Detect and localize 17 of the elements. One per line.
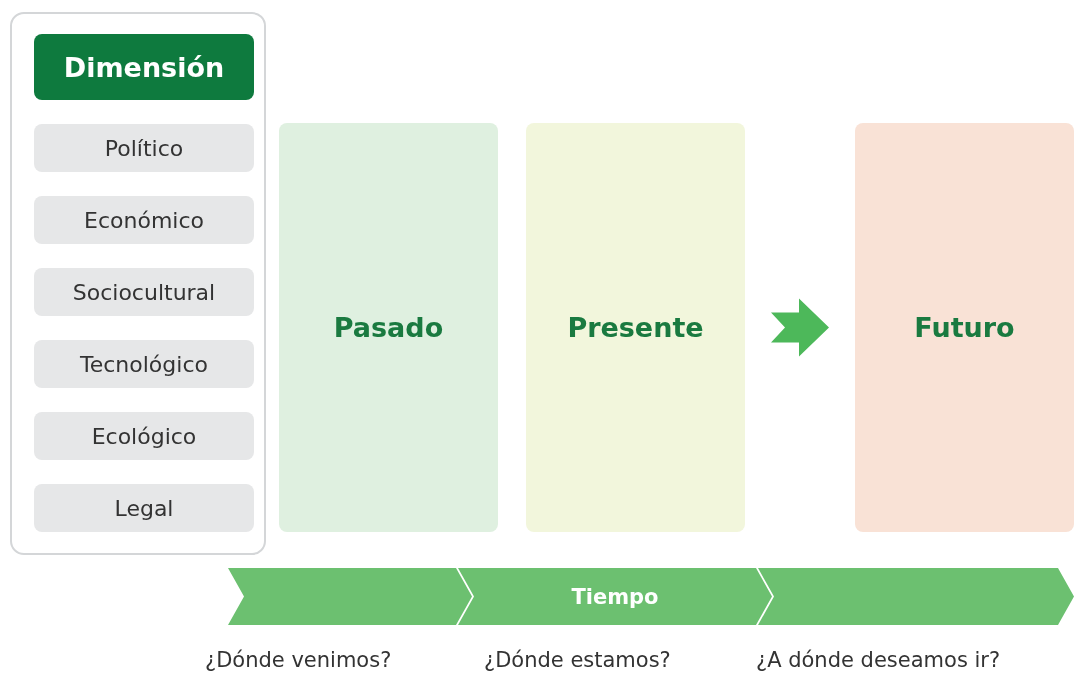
question-text: ¿Dónde estamos? bbox=[484, 648, 671, 672]
question-text: ¿A dónde deseamos ir? bbox=[756, 648, 1001, 672]
dimension-box: Tecnológico bbox=[34, 340, 254, 388]
period-column: Presente bbox=[526, 123, 745, 532]
dimension-box: Político bbox=[34, 124, 254, 172]
dimension-panel bbox=[10, 12, 266, 555]
dimension-box: Ecológico bbox=[34, 412, 254, 460]
dimension-box: Económico bbox=[34, 196, 254, 244]
question-text: ¿Dónde venimos? bbox=[205, 648, 392, 672]
header-box: Dimensión bbox=[34, 34, 254, 100]
period-column: Pasado bbox=[279, 123, 498, 532]
dimension-box: Legal bbox=[34, 484, 254, 532]
period-column: Futuro bbox=[855, 123, 1074, 532]
timeline-band-segment: Tiempo bbox=[458, 568, 772, 625]
timeline-band-segment bbox=[758, 568, 1074, 625]
arrow bbox=[771, 298, 829, 357]
dimension-box: Sociocultural bbox=[34, 268, 254, 316]
